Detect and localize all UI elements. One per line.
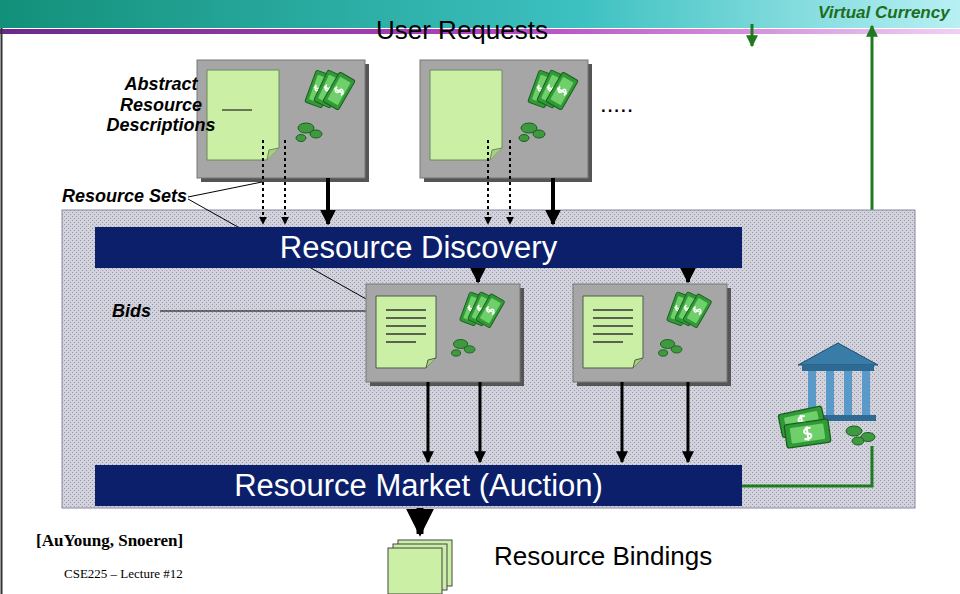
footer: CSE225 – Lecture #12	[64, 567, 183, 582]
band-title: Resource Discovery	[280, 230, 557, 266]
legend-heading: Virtual Currency	[818, 3, 950, 23]
output-label: Resource Bindings	[494, 542, 712, 572]
callout-label: Bids	[112, 301, 151, 322]
band-box: Resource Market (Auction)	[95, 465, 742, 506]
band-title: Resource Market (Auction)	[234, 468, 603, 504]
ellipsis: .....	[600, 90, 633, 118]
callout-label: Resource Sets	[62, 186, 187, 207]
citation: [AuYoung, Snoeren]	[36, 531, 183, 551]
callout-label: Abstract Resource Descriptions	[100, 74, 222, 136]
band-box: Resource Discovery	[95, 227, 742, 268]
section-title: User Requests	[376, 16, 548, 46]
